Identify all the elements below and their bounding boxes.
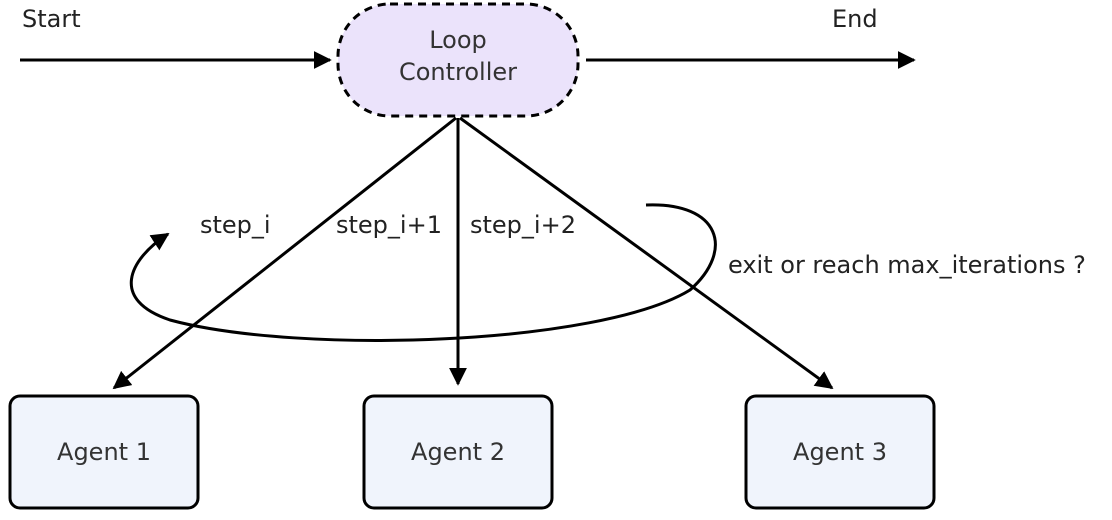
agent-1-node xyxy=(8,394,200,510)
edge-label-step-i-plus-2: step_i+2 xyxy=(470,211,576,239)
end-label: End xyxy=(832,5,878,33)
agent-2-label: Agent 2 xyxy=(411,438,505,466)
loop-controller-line-2: Controller xyxy=(398,58,518,86)
edge-label-step-i: step_i xyxy=(200,211,271,239)
loop-cycle-arrow xyxy=(129,203,717,342)
agent-2-node xyxy=(362,394,554,510)
loop-controller-label: Loop Controller xyxy=(338,24,578,88)
agent-3-label: Agent 3 xyxy=(793,438,887,466)
edge-to-agent-3 xyxy=(459,116,834,390)
agent-1-label: Agent 1 xyxy=(57,438,151,466)
loop-controller-line-1: Loop xyxy=(429,26,487,54)
agent-3-node xyxy=(744,394,936,510)
edge-to-agent-1 xyxy=(112,116,457,390)
start-label: Start xyxy=(22,5,81,33)
edge-label-step-i-plus-1: step_i+1 xyxy=(336,211,442,239)
loop-condition-label: exit or reach max_iterations ? xyxy=(728,251,1086,279)
loop-controller-node xyxy=(336,2,580,118)
